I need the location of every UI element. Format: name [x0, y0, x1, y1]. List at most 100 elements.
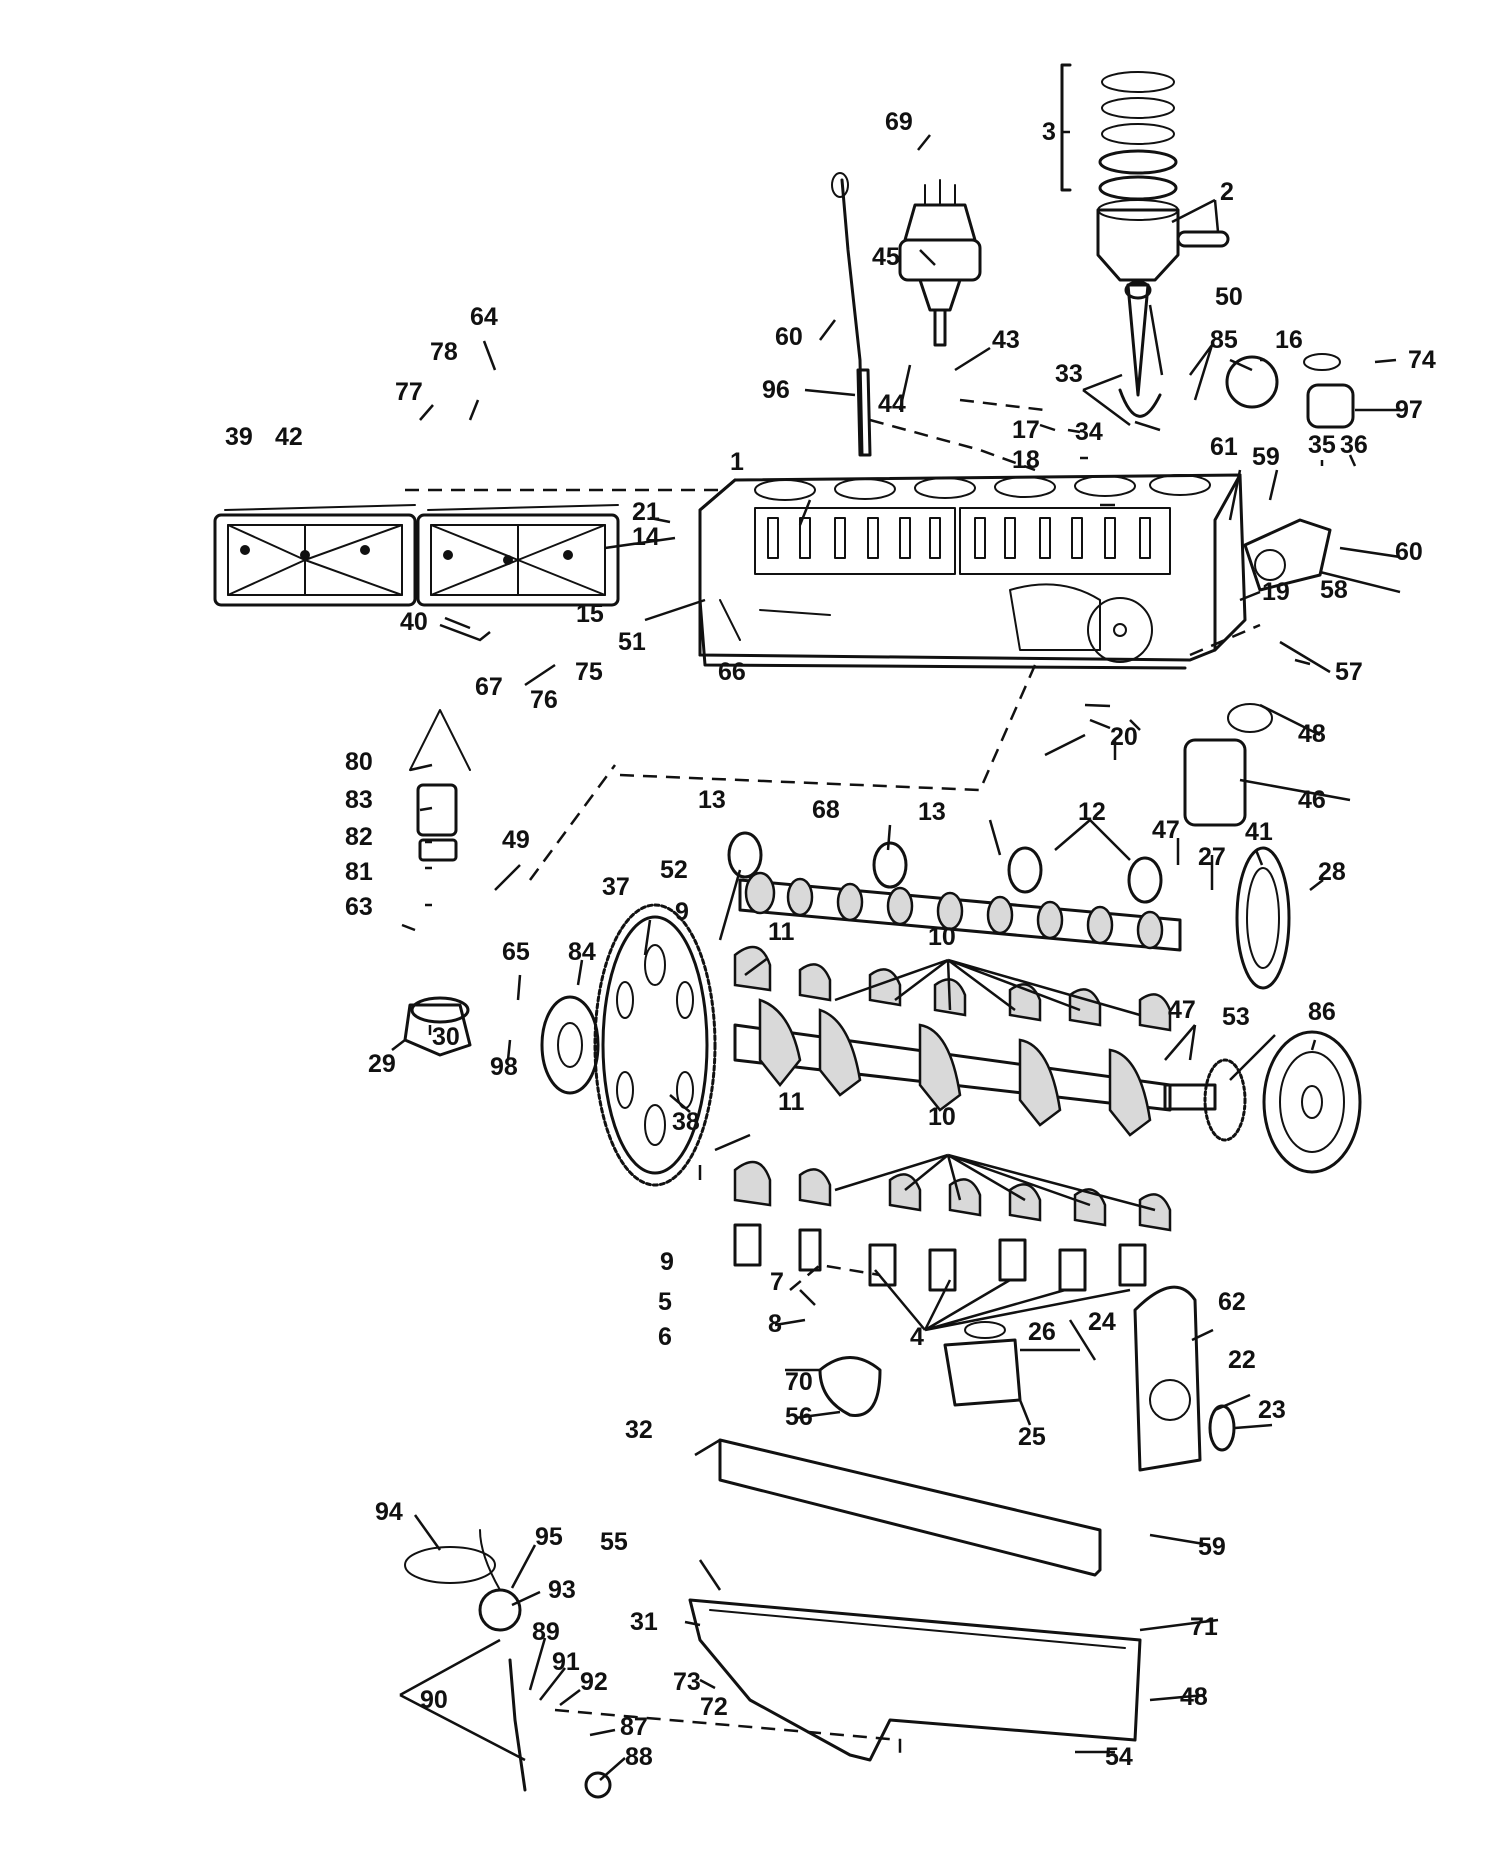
- callout-71: 71: [1190, 1613, 1218, 1641]
- callout-5: 5: [658, 1288, 672, 1316]
- callout-1: 1: [730, 448, 744, 476]
- callout-44: 44: [878, 390, 906, 418]
- callout-13b: 13: [918, 798, 946, 826]
- callout-36: 36: [1340, 431, 1368, 459]
- engine-block: [698, 473, 1247, 670]
- callout-18: 18: [1012, 446, 1040, 474]
- callout-59a: 59: [1252, 443, 1280, 471]
- piston-and-rod: [1096, 199, 1230, 418]
- leader-lines: [391, 130, 1401, 1781]
- timing-seal: [1208, 1404, 1236, 1452]
- drain-plug: [584, 1771, 612, 1799]
- callout-48a: 48: [1298, 720, 1326, 748]
- callout-21: 21: [632, 498, 660, 526]
- callout-87: 87: [620, 1713, 648, 1741]
- callout-12: 12: [1078, 798, 1106, 826]
- callout-9a: 9: [675, 898, 689, 926]
- oil-pump-screen: [818, 1356, 882, 1417]
- callout-25: 25: [1018, 1423, 1046, 1451]
- callout-94: 94: [375, 1498, 403, 1526]
- water-pump: [1243, 518, 1332, 592]
- callout-14: 14: [632, 523, 660, 551]
- flywheel: [593, 903, 717, 1187]
- callout-93: 93: [548, 1576, 576, 1604]
- distributor: [898, 179, 982, 347]
- callout-labels: 1 2 3 4 5 6 7 8 9 9 10 10 11 11 12 13 13…: [225, 108, 1436, 1771]
- callout-30: 30: [432, 1023, 460, 1051]
- callout-55: 55: [600, 1528, 628, 1556]
- valve-covers: [213, 504, 620, 607]
- damper-pulley: [1262, 1030, 1362, 1174]
- callout-43: 43: [992, 326, 1020, 354]
- callout-63: 63: [345, 893, 373, 921]
- callout-73: 73: [673, 1668, 701, 1696]
- callout-61: 61: [1210, 433, 1238, 461]
- oil-pan-gasket: [718, 1438, 1102, 1577]
- callout-40: 40: [400, 608, 428, 636]
- callout-77: 77: [395, 378, 423, 406]
- oil-pump: [943, 1321, 1022, 1407]
- callout-11b: 11: [778, 1088, 805, 1116]
- callout-65: 65: [502, 938, 530, 966]
- main-bearing-caps: [733, 1223, 1147, 1292]
- callout-64: 64: [470, 303, 498, 331]
- callout-35: 35: [1308, 431, 1336, 459]
- callout-46: 46: [1298, 786, 1326, 814]
- callout-83: 83: [345, 786, 373, 814]
- callout-22: 22: [1228, 1346, 1256, 1374]
- callout-24: 24: [1088, 1308, 1116, 1336]
- callout-56: 56: [785, 1403, 813, 1431]
- callout-53: 53: [1222, 1003, 1250, 1031]
- dipstick-and-tube: [404, 1529, 527, 1792]
- callout-75: 75: [575, 658, 603, 686]
- callout-42: 42: [275, 423, 303, 451]
- callout-90: 90: [420, 1686, 448, 1714]
- callout-9b: 9: [660, 1248, 674, 1276]
- callout-60a: 60: [775, 323, 803, 351]
- callout-57: 57: [1335, 658, 1363, 686]
- callout-10a: 10: [928, 923, 956, 951]
- callout-16: 16: [1275, 326, 1303, 354]
- oil-pan: [688, 1598, 1142, 1762]
- cam-bearings: [727, 831, 1163, 904]
- callout-95: 95: [535, 1523, 563, 1551]
- callout-41: 41: [1245, 818, 1273, 846]
- callout-11a: 11: [768, 918, 795, 946]
- callout-98: 98: [490, 1053, 518, 1081]
- callout-96: 96: [762, 376, 790, 404]
- rear-seal-housing: [540, 995, 600, 1095]
- callout-6: 6: [658, 1323, 672, 1351]
- callout-37: 37: [602, 873, 630, 901]
- callout-91: 91: [552, 1648, 580, 1676]
- callout-84: 84: [568, 938, 596, 966]
- callout-69: 69: [885, 108, 913, 136]
- callout-59b: 59: [1198, 1533, 1226, 1561]
- callout-45: 45: [872, 243, 900, 271]
- callout-26: 26: [1028, 1318, 1056, 1346]
- callout-82: 82: [345, 823, 373, 851]
- callout-10b: 10: [928, 1103, 956, 1131]
- callout-20: 20: [1110, 723, 1138, 751]
- callout-92: 92: [580, 1668, 608, 1696]
- callout-29: 29: [368, 1050, 396, 1078]
- callout-27: 27: [1198, 843, 1226, 871]
- callout-74: 74: [1408, 346, 1436, 374]
- callout-17: 17: [1012, 416, 1040, 444]
- callout-47a: 47: [1152, 816, 1180, 844]
- callout-50: 50: [1215, 283, 1243, 311]
- callout-88: 88: [625, 1743, 653, 1771]
- callout-31: 31: [630, 1608, 658, 1636]
- callout-39: 39: [225, 423, 253, 451]
- callout-70: 70: [785, 1368, 813, 1396]
- dipstick-tube: [831, 172, 872, 457]
- callout-80: 80: [345, 748, 373, 776]
- callout-78: 78: [430, 338, 458, 366]
- callout-34: 34: [1075, 418, 1103, 446]
- callout-97: 97: [1395, 396, 1423, 424]
- crankshaft: [733, 998, 1217, 1137]
- callout-49: 49: [502, 826, 530, 854]
- thermostat-housing: [1303, 353, 1355, 429]
- crank-gear: [1203, 1058, 1247, 1142]
- callout-72: 72: [700, 1693, 728, 1721]
